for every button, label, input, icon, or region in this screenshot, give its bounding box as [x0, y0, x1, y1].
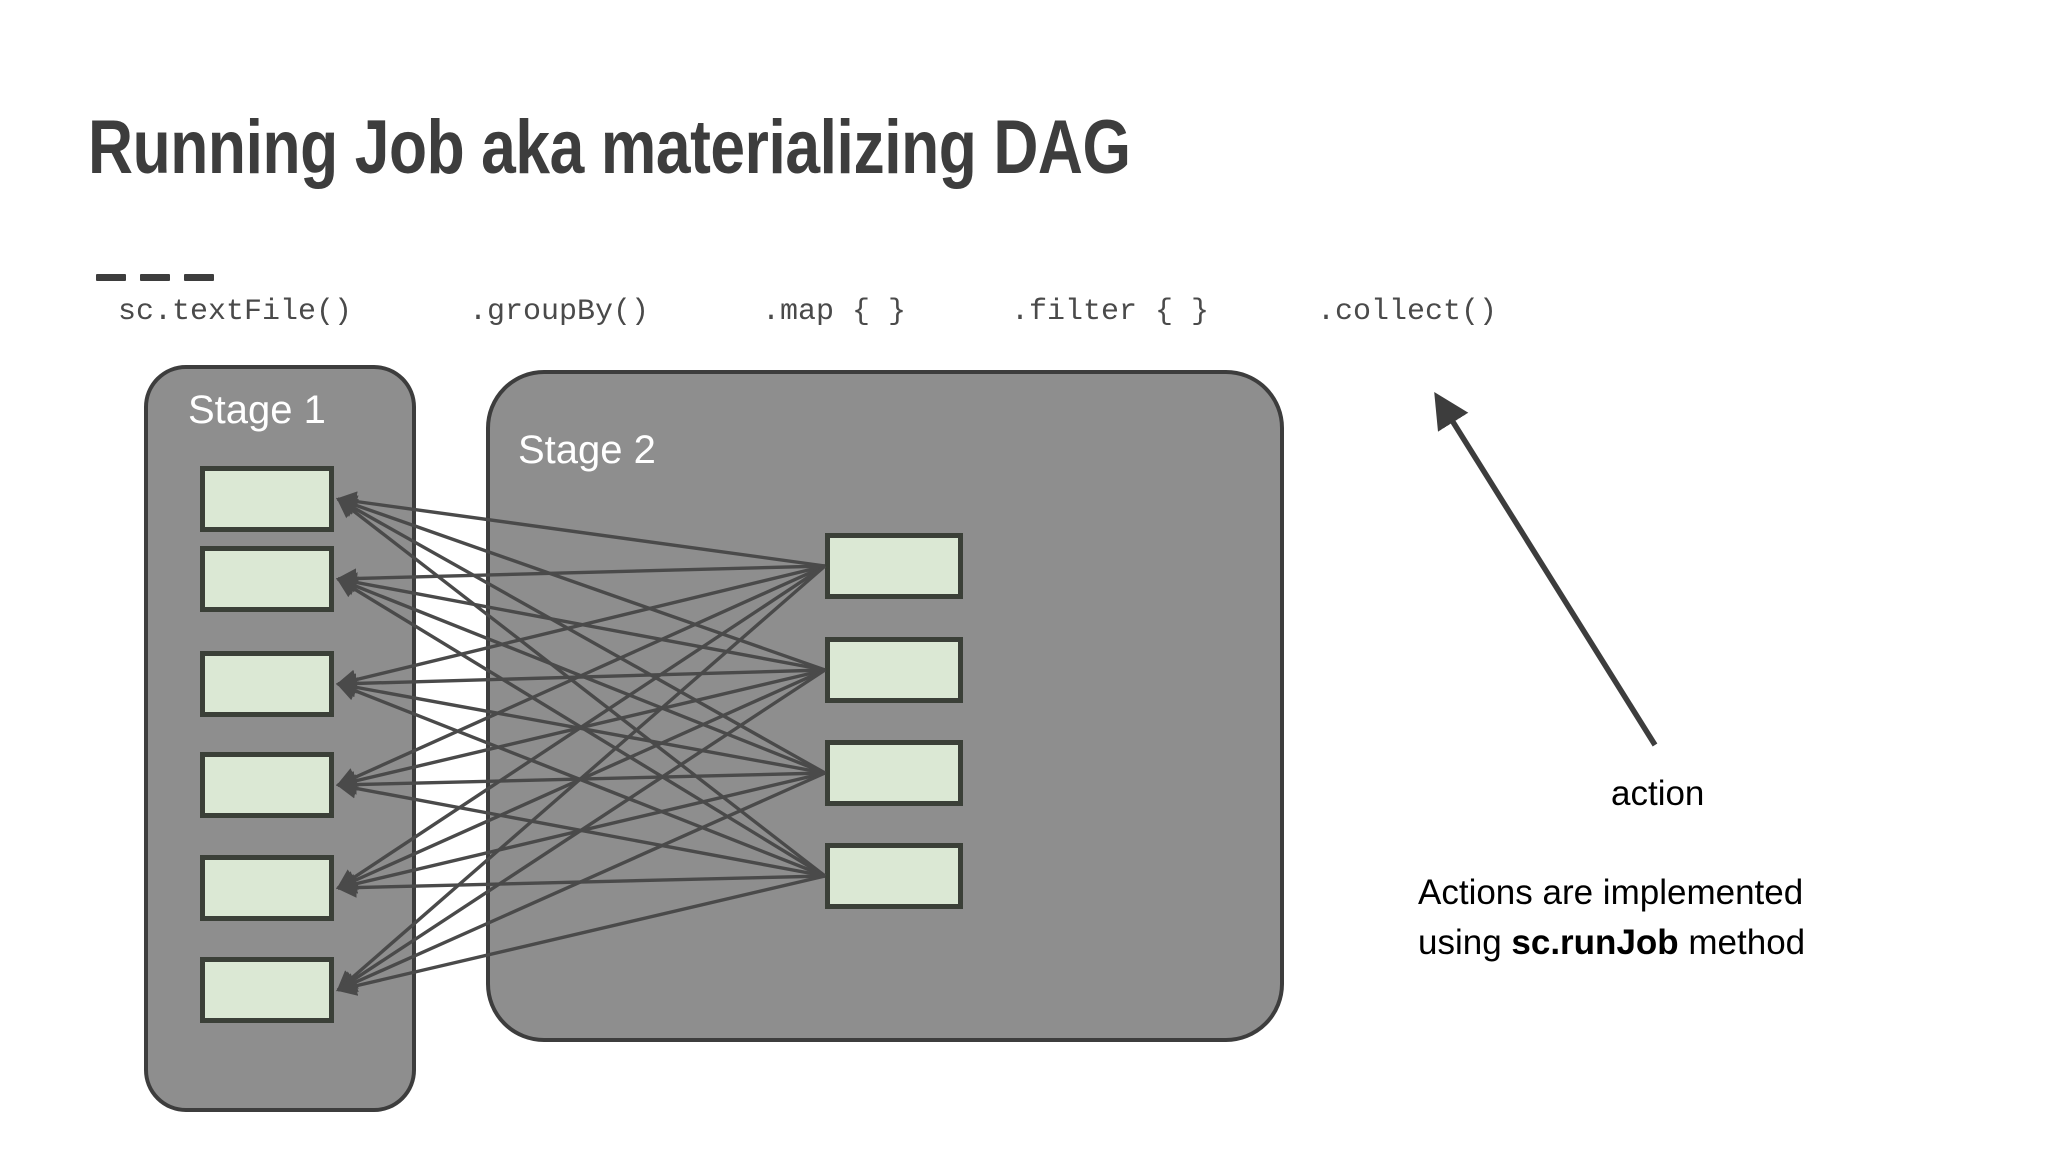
stage-1-label: Stage 1	[188, 388, 326, 432]
stage-1-partition-4	[200, 752, 334, 818]
action-arrow-icon	[1434, 391, 1658, 747]
stage-2-label: Stage 2	[518, 428, 656, 472]
dash-mark-2	[140, 274, 170, 281]
operator-collect: .collect()	[1317, 295, 1498, 329]
dash-mark-3	[184, 274, 214, 281]
actions-note: Actions are implemented using sc.runJob …	[1418, 868, 1938, 968]
operator-chain: sc.textFile() .groupBy() .map { } .filte…	[118, 292, 1568, 336]
stage-1-partition-5	[200, 855, 334, 921]
actions-note-line1: Actions are implemented	[1418, 873, 1804, 912]
operator-groupby: .groupBy()	[469, 295, 650, 329]
stage-1-partition-1	[200, 466, 334, 532]
dash-mark-1	[96, 274, 126, 281]
stage-1-partition-2	[200, 546, 334, 612]
stage-2-partition-4	[825, 843, 963, 909]
operator-map: .map { }	[762, 295, 907, 329]
stage-1-partition-6	[200, 957, 334, 1023]
stage-2-partition-2	[825, 637, 963, 703]
operator-sc-textfile: sc.textFile()	[118, 295, 353, 329]
actions-note-bold: sc.runJob	[1511, 923, 1679, 962]
actions-note-prefix: using	[1418, 923, 1512, 962]
action-label: action	[1611, 774, 1705, 813]
dash-marks	[96, 274, 224, 286]
stage-2-partition-3	[825, 740, 963, 806]
actions-note-suffix: method	[1678, 923, 1806, 962]
stage-1-partition-3	[200, 651, 334, 717]
page-title: Running Job aka materializing DAG	[88, 105, 1131, 190]
stage-2-partition-1	[825, 533, 963, 599]
operator-filter: .filter { }	[1011, 295, 1210, 329]
